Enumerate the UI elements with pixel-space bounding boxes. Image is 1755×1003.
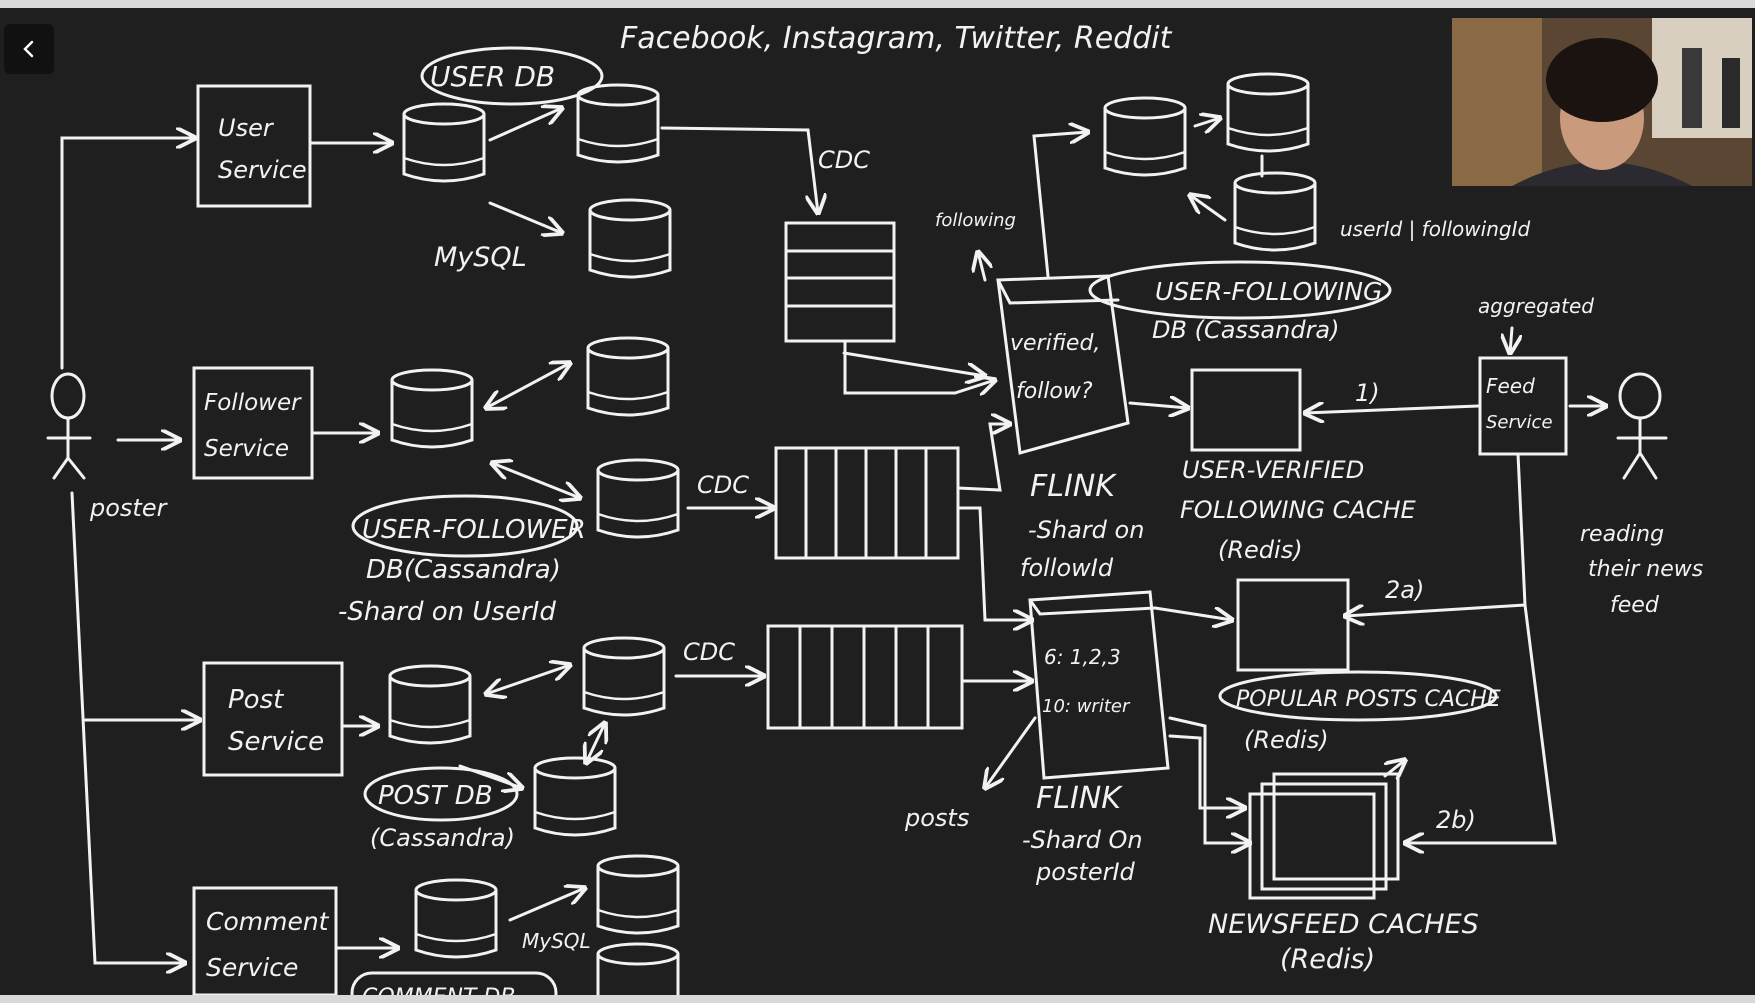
- whiteboard: Facebook, Instagram, Twitter, Reddit pos…: [0, 8, 1755, 995]
- newsfeed-cache-box-2: [1260, 782, 1388, 891]
- following-label: following: [935, 210, 1016, 231]
- reader-actor: [1616, 372, 1668, 480]
- flink-2-shard-1: -Shard On: [1022, 826, 1143, 854]
- flink-1-box-label-2: follow?: [1016, 379, 1093, 404]
- verified-following-cache-box: [1190, 368, 1302, 452]
- user-following-db-label-2: DB (Cassandra): [1152, 316, 1340, 344]
- follower-service-label-2: Service: [204, 436, 289, 462]
- step-2a-label: 2a): [1385, 576, 1424, 604]
- follower-service-label-1: Follower: [204, 390, 302, 416]
- step-1-label: 1): [1355, 379, 1380, 407]
- post-service-box: [202, 661, 344, 777]
- cdc-label-2: CDC: [697, 471, 749, 499]
- post-service-label-1: Post: [228, 685, 284, 715]
- reader-label-3: feed: [1610, 593, 1660, 618]
- comment-service-label-2: Service: [206, 953, 298, 982]
- shard-userid-label: -Shard on UserId: [338, 597, 556, 627]
- flink-1-label: FLINK: [1030, 469, 1117, 504]
- comment-service-label-1: Comment: [206, 907, 330, 936]
- posts-label: posts: [904, 804, 969, 832]
- aggregated-label: aggregated: [1478, 294, 1594, 318]
- cdc-label-1: CDC: [818, 146, 870, 174]
- kafka-queue-1: [784, 221, 896, 343]
- webcam-video: [1452, 18, 1752, 186]
- user-follower-db-label-2: DB(Cassandra): [366, 555, 561, 585]
- feed-service-label-2: Service: [1486, 412, 1553, 433]
- feed-service-box: [1478, 356, 1568, 456]
- feed-service-label-1: Feed: [1486, 374, 1535, 398]
- poster-label: poster: [89, 494, 169, 522]
- userid-following-label: userId | followingId: [1340, 217, 1530, 241]
- comment-db-circle: [350, 971, 558, 995]
- diagram-title: Facebook, Instagram, Twitter, Reddit: [620, 21, 1173, 56]
- post-db-label: POST DB: [378, 781, 493, 811]
- reader-label-1: reading: [1580, 522, 1664, 547]
- reader-label-2: their news: [1588, 557, 1703, 582]
- user-service-label-2: Service: [218, 156, 307, 184]
- post-service-label-2: Service: [228, 727, 324, 757]
- mysql-label-2: MySQL: [522, 929, 591, 953]
- user-following-db-circle: [1088, 260, 1392, 320]
- newsfeed-cache-box-1: [1248, 792, 1376, 900]
- flink-1-shard-2: followId: [1020, 554, 1114, 582]
- user-db-circle: [420, 46, 604, 106]
- chevron-left-icon: [23, 40, 34, 58]
- flink-2-label: FLINK: [1036, 781, 1123, 816]
- user-follower-db-label: USER-FOLLOWER: [362, 515, 586, 545]
- verified-cache-label-3: (Redis): [1218, 536, 1303, 564]
- popular-cache-circle: [1218, 670, 1498, 722]
- user-following-db-label: USER-FOLLOWING: [1155, 277, 1382, 306]
- step-2b-label: 2b): [1436, 806, 1476, 834]
- newsfeed-cache-label: NEWSFEED CACHES: [1208, 909, 1479, 940]
- comment-service-box: [192, 886, 338, 995]
- flink-2-box-label-2: 10: writer: [1042, 696, 1131, 717]
- popular-posts-cache-box: [1236, 578, 1350, 672]
- flink-1-box-label-1: verified,: [1010, 331, 1100, 356]
- cdc-label-3: CDC: [683, 638, 735, 666]
- verified-cache-label-2: FOLLOWING CACHE: [1180, 496, 1417, 524]
- system-design-diagram: Facebook, Instagram, Twitter, Reddit pos…: [46, 21, 1703, 995]
- newsfeed-cache-box-3: [1272, 772, 1400, 881]
- webcam-feed-icon: [1452, 18, 1752, 186]
- back-button[interactable]: [4, 24, 54, 74]
- user-db-label: USER DB: [430, 60, 555, 93]
- post-db-label-2: (Cassandra): [370, 824, 515, 852]
- verified-cache-label: USER-VERIFIED: [1182, 456, 1364, 484]
- poster-actor: [46, 372, 92, 480]
- post-db-circle: [363, 766, 519, 822]
- popular-cache-label: POPULAR POSTS CACHE: [1236, 687, 1501, 712]
- flink-2-shard-2: posterId: [1035, 858, 1136, 886]
- user-service-label-1: User: [218, 114, 275, 142]
- user-service-box: [196, 84, 312, 208]
- mysql-label: MySQL: [434, 242, 527, 273]
- flink-2-box-label-1: 6: 1,2,3: [1044, 645, 1121, 669]
- flink-1-shard-1: -Shard on: [1028, 516, 1144, 544]
- comment-db-label: COMMENT DB: [362, 985, 515, 995]
- user-follower-db-circle: [351, 494, 579, 558]
- popular-cache-label-2: (Redis): [1244, 726, 1329, 754]
- follower-service-box: [192, 366, 314, 480]
- newsfeed-cache-label-2: (Redis): [1280, 944, 1375, 975]
